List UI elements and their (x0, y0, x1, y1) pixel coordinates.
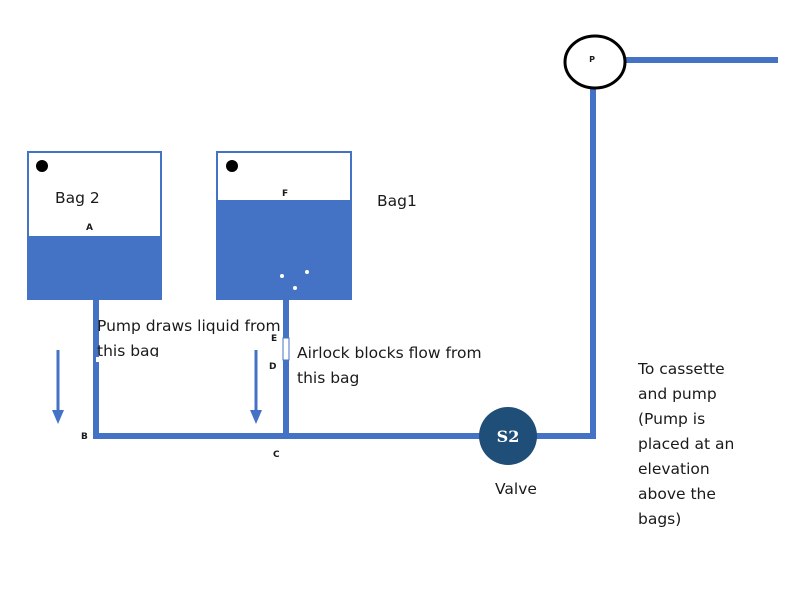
point-a-label: A (86, 223, 93, 233)
bag-2-port-dot (36, 160, 48, 172)
point-e-label: E (271, 334, 277, 344)
bag-2-label: Bag 2 (55, 189, 100, 207)
cassette-note-line-3: (Pump is (638, 410, 705, 428)
air-bubble (280, 274, 284, 278)
arrow-head (52, 410, 64, 424)
pump-body (563, 34, 627, 90)
airlock-note-line-2: this bag (297, 369, 359, 387)
flow-arrow-left (52, 350, 64, 424)
cassette-note: To cassette and pump (Pump is placed at … (637, 360, 734, 528)
bag-1-liquid (217, 200, 351, 299)
air-bubble (305, 270, 309, 274)
valve-label: S2 (497, 427, 520, 446)
bag-1-label: Bag1 (377, 192, 417, 210)
pipe-network (93, 57, 778, 439)
cassette-note-line-5: elevation (638, 460, 710, 478)
arrow-head (250, 410, 262, 424)
bag-1: F (216, 151, 352, 300)
pump-label: P (589, 55, 595, 64)
bag-2-outline (27, 151, 162, 300)
airlock-note-line-1: Airlock blocks flow from (297, 344, 482, 362)
pump-draws-note-line-2: this bag (97, 342, 159, 360)
cassette-note-line-6: above the (638, 485, 716, 503)
bag-2-liquid (28, 236, 161, 299)
bag-1-port-dot (226, 160, 238, 172)
bag-2: Bag 2 A (27, 151, 162, 300)
text-clip-mask (96, 357, 176, 362)
point-d-label: D (269, 362, 276, 372)
pump: P (563, 34, 627, 90)
pump-draws-note-line-1: Pump draws liquid from (97, 317, 281, 335)
cassette-note-line-1: To cassette (637, 360, 725, 378)
point-b-label: B (81, 432, 88, 442)
air-bubble (293, 286, 297, 290)
cassette-note-line-7: bags) (638, 510, 681, 528)
valve-caption: Valve (495, 480, 537, 498)
valve-s2: S2 (479, 407, 537, 465)
airlock-gap (282, 337, 290, 361)
point-f-label: F (282, 189, 288, 199)
valve-body (479, 407, 537, 465)
flow-arrow-middle (250, 350, 262, 424)
bag-1-outline (216, 151, 352, 300)
cassette-note-line-4: placed at an (638, 435, 734, 453)
cassette-note-line-2: and pump (638, 385, 717, 403)
point-c-label: C (273, 450, 280, 460)
